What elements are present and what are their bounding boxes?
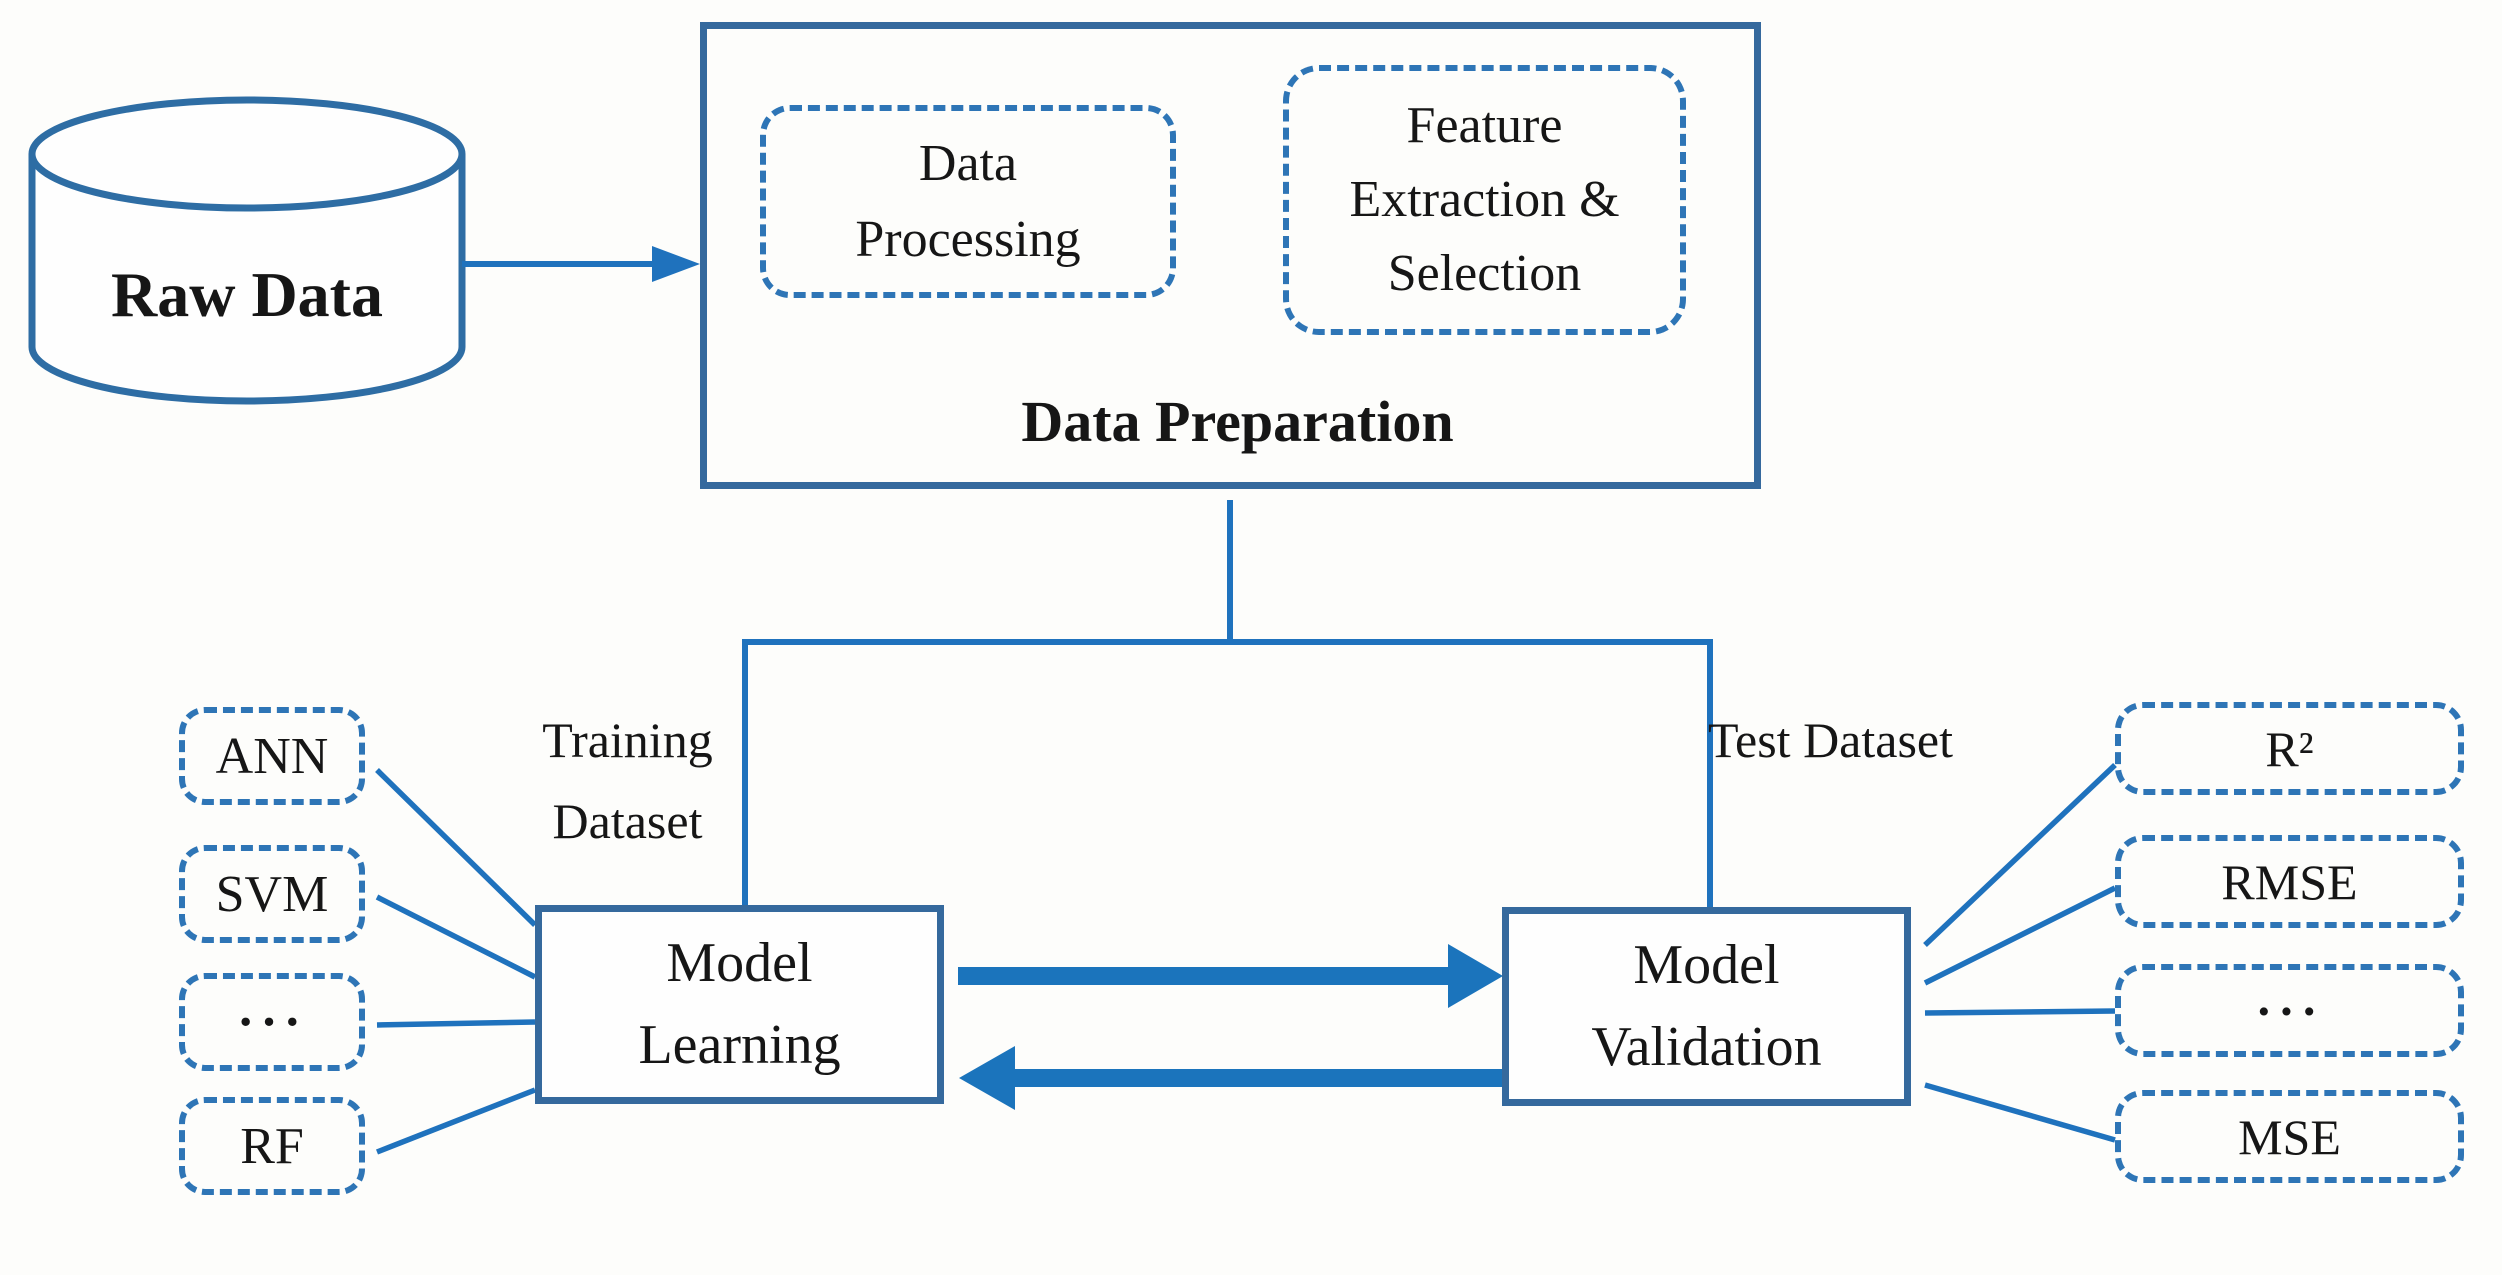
- metric-label: R²: [2265, 720, 2314, 777]
- algorithm-label: RF: [240, 1117, 304, 1175]
- feature-extraction-selection-label: Feature Extraction & Selection: [1349, 97, 1620, 302]
- raw-data-arrow: [462, 246, 700, 282]
- model-learning-label: Model Learning: [638, 932, 841, 1076]
- model-learning-box: Model Learning: [535, 905, 944, 1104]
- data-preparation-box: [700, 22, 1761, 489]
- algorithm-box-svm: SVM: [179, 845, 365, 943]
- algorithm-label: SVM: [215, 865, 329, 923]
- model-validation-label: Model Validation: [1591, 934, 1822, 1078]
- prep-split-connector: [742, 500, 1713, 910]
- algorithm-box-ann: ANN: [179, 707, 365, 805]
- algorithm-fan-lines: [375, 768, 537, 1155]
- training-dataset-label: Training Dataset: [542, 712, 713, 849]
- metric-box-rmse: RMSE: [2115, 835, 2464, 928]
- algorithm-label: ···: [236, 993, 308, 1051]
- feature-extraction-selection-box: Feature Extraction & Selection: [1283, 65, 1686, 335]
- raw-data-label: Raw Data: [111, 259, 383, 330]
- model-validation-box: Model Validation: [1502, 907, 1911, 1106]
- metric-fan-lines: [1923, 763, 2117, 1143]
- metric-label: MSE: [2238, 1108, 2341, 1165]
- algorithm-box-ellipsis: ···: [179, 973, 365, 1071]
- data-preparation-title: Data Preparation: [1021, 389, 1454, 454]
- database-cylinder-icon: [28, 96, 466, 405]
- metric-box-mse: MSE: [2115, 1090, 2464, 1183]
- metric-label: ···: [2255, 982, 2324, 1039]
- metric-box-ellipsis: ···: [2115, 964, 2464, 1057]
- algorithm-label: ANN: [215, 727, 329, 785]
- algorithm-box-rf: RF: [179, 1097, 365, 1195]
- test-dataset-label: Test Dataset: [1707, 712, 1954, 768]
- validation-to-learning-arrow: [959, 1046, 1503, 1110]
- metric-box-r2: R²: [2115, 702, 2464, 795]
- learning-to-validation-arrow: [958, 944, 1503, 1008]
- data-processing-label: Data Processing: [855, 135, 1081, 268]
- data-processing-box: Data Processing: [760, 105, 1176, 298]
- metric-label: RMSE: [2221, 853, 2358, 910]
